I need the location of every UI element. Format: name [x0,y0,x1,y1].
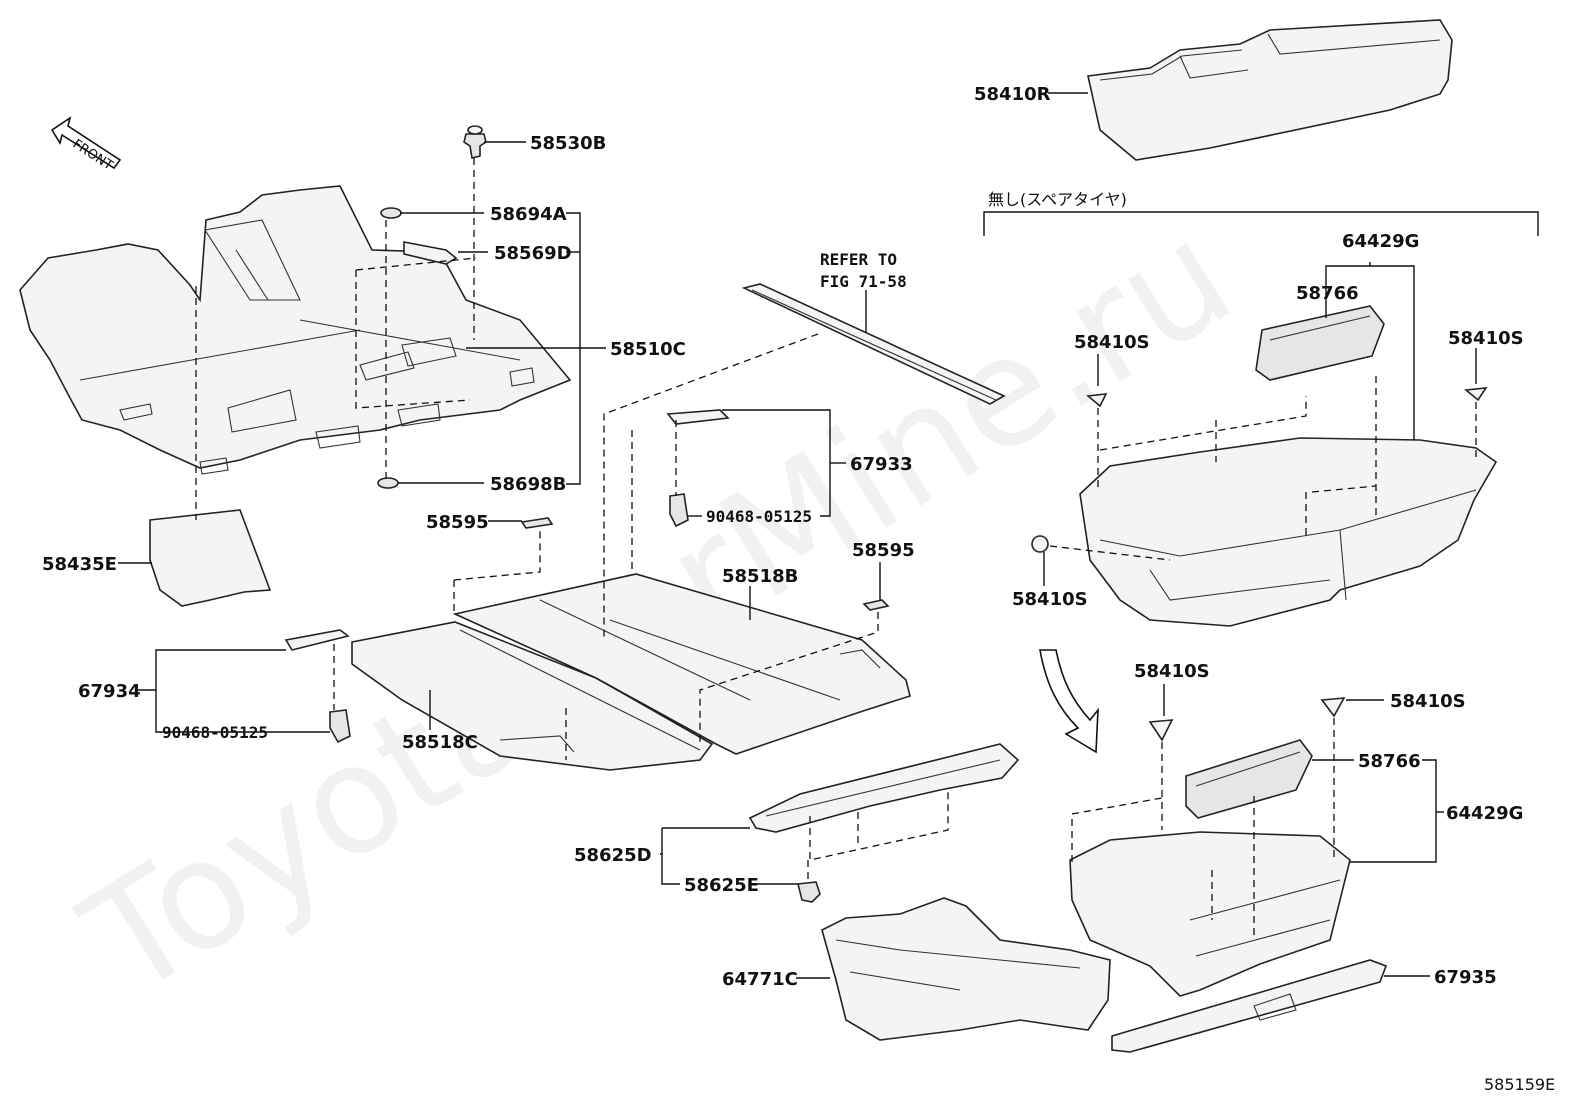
deck-board-58518c [351,621,714,771]
refer-line1: REFER TO [820,250,897,269]
pad-58595-b [862,599,890,611]
clip-90468-left [329,709,351,744]
label-58518c: 58518C [402,732,478,753]
label-58595-b: 58595 [852,540,915,561]
cover-58766-lower [1185,739,1313,819]
label-58410s-3: 58410S [1012,589,1088,610]
clip-58410s-1 [1086,393,1108,408]
label-58530b: 58530B [530,133,606,154]
label-64429g-bottom: 64429G [1446,803,1523,824]
deck-board-58410r [1087,19,1453,161]
label-58410s-1: 58410S [1074,332,1150,353]
label-67935: 67935 [1434,967,1497,988]
sill-strip [741,283,1006,405]
luggage-box-upper [1079,437,1498,627]
label-58410s-5: 58410S [1390,691,1466,712]
deck-board-58518b [452,573,911,755]
pad-58595-a [520,517,554,529]
label-90468-mid: 90468-05125 [706,507,812,526]
cover-58766-upper [1255,305,1385,381]
leader-lines [118,92,1477,979]
label-58518b: 58518B [722,566,798,587]
pad-67933 [666,409,730,425]
label-67934: 67934 [78,681,141,702]
label-58766-bottom: 58766 [1358,751,1421,772]
trim-58625d [748,743,1020,833]
figure-id: 585159E [1484,1075,1555,1094]
label-58595-a: 58595 [426,512,489,533]
floor-carpet-58510c [19,185,572,475]
pad-58569d [403,241,458,265]
label-58766-top: 58766 [1296,283,1359,304]
spare-note: 無し(スペアタイヤ) [988,190,1127,209]
refer-line2: FIG 71-58 [820,272,907,291]
clip-58410s-3 [1031,535,1049,553]
label-90468-left: 90468-05125 [162,723,268,742]
scuff-plate-67935 [1111,959,1388,1053]
label-58435e: 58435E [42,554,117,575]
label-58698b: 58698B [490,474,566,495]
tray-64771c [821,897,1111,1041]
clip-58698b [377,477,399,489]
label-58625d: 58625D [574,845,652,866]
pad-67934 [284,629,350,651]
clip-58625e [797,881,821,903]
label-64771c: 64771C [722,969,798,990]
label-58510c: 58510C [610,339,686,360]
transition-arrow-icon [1039,649,1099,754]
label-58410r: 58410R [974,84,1051,105]
clip-58410s-2 [1464,387,1488,402]
label-58410s-2: 58410S [1448,328,1524,349]
luggage-box-lower [1069,831,1351,997]
label-58569d: 58569D [494,243,572,264]
clip-58410s-5 [1320,697,1346,718]
clip-90468-mid [669,493,689,528]
spare-bracket [983,211,1539,236]
clip-58530b [463,125,487,159]
pad-58435e [149,509,272,607]
label-64429g-top: 64429G [1342,231,1419,252]
label-58410s-4: 58410S [1134,661,1210,682]
label-67933: 67933 [850,454,913,475]
label-58694a: 58694A [490,204,567,225]
clip-58410s-4 [1148,719,1174,742]
label-58625e: 58625E [684,875,759,896]
front-arrow-icon: FRONT [50,116,122,174]
clip-58694a [380,207,402,219]
